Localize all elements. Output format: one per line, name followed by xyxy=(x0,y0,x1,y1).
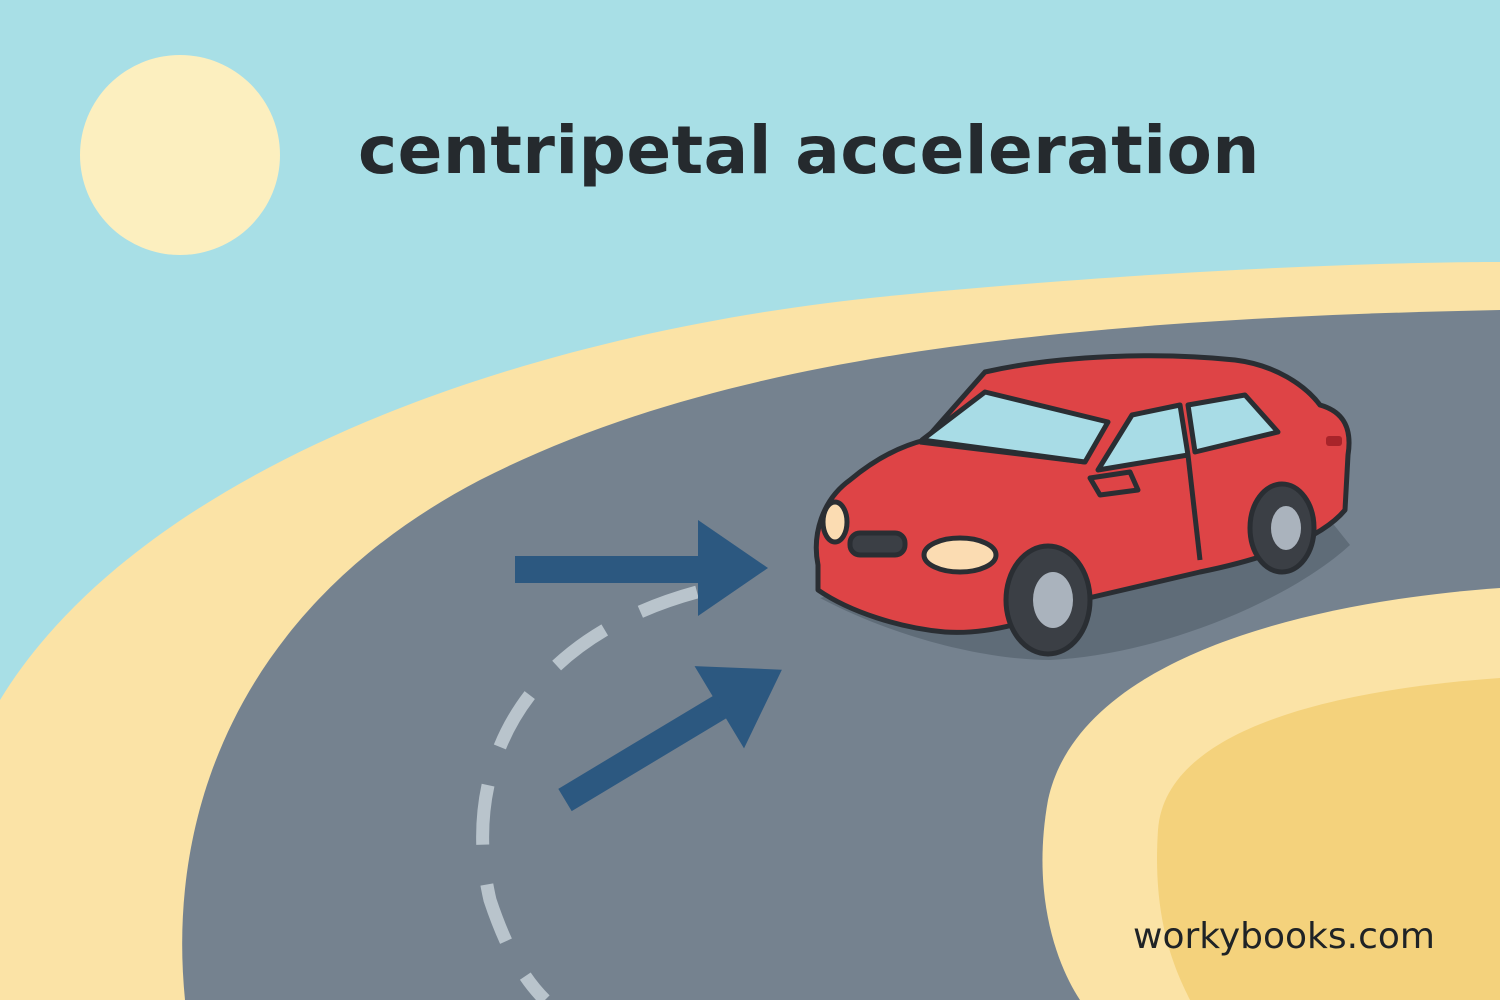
car-icon xyxy=(813,353,1352,660)
arrow-icon xyxy=(558,666,782,812)
arrow-icon xyxy=(515,520,768,616)
page-title: centripetal acceleration xyxy=(358,112,1260,189)
site-watermark: workybooks.com xyxy=(1133,916,1435,957)
inner-sand-core xyxy=(1157,678,1500,1000)
lane-dashes xyxy=(476,585,699,1000)
sun-icon xyxy=(80,55,280,255)
